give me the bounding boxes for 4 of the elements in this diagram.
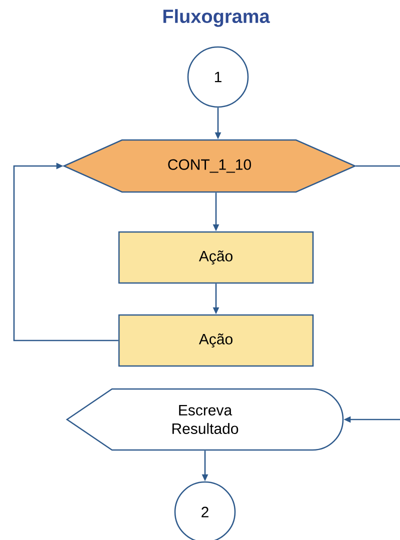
title: Fluxograma [163, 9, 270, 27]
process-box: Ação [118, 314, 314, 367]
arrow [13, 162, 118, 342]
process-box: Ação [118, 231, 314, 284]
